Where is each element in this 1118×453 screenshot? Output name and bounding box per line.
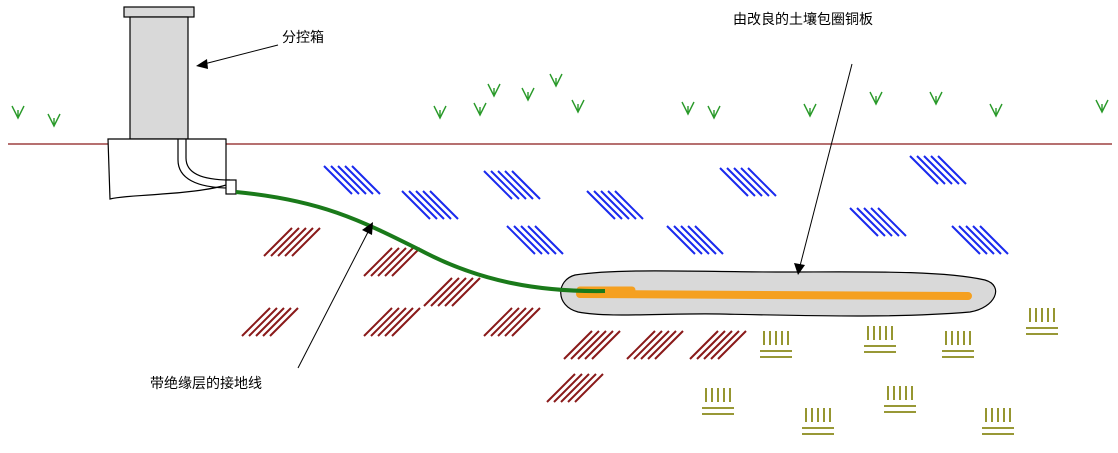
blue-hatch-icon: [506, 225, 564, 255]
copper-plate-label: 由改良的土壤包圈铜板: [733, 11, 873, 28]
conduit-elbow: [177, 139, 231, 189]
grass-tuft-icon: [11, 105, 25, 120]
olive-hatch-icon: [982, 408, 1014, 435]
junction-box-cap: [123, 6, 195, 18]
grass-tuft-icon: [989, 103, 1003, 118]
grass-tuft-icon: [549, 73, 563, 88]
olive-hatch-icon: [760, 331, 792, 358]
red-hatch-icon: [241, 307, 299, 337]
conduit-end: [225, 179, 237, 195]
ground-wire-label: 带绝缘层的接地线: [150, 375, 262, 392]
blue-hatch-icon: [849, 207, 907, 237]
red-hatch-icon: [689, 330, 747, 360]
olive-hatch-group: [702, 308, 1058, 435]
junction-box-body: [129, 16, 189, 140]
junction-box: [107, 6, 237, 200]
conduit-elbow-inner: [185, 139, 231, 181]
insulated-ground-wire: [235, 190, 606, 294]
grass-tuft-icon: [681, 101, 695, 116]
red-hatch-icon: [263, 227, 321, 257]
olive-hatch-icon: [802, 408, 834, 435]
arrowhead-ground-wire: [362, 222, 373, 235]
arrowhead-junction-box: [196, 59, 208, 69]
grass-tufts: [11, 73, 1109, 128]
blue-hatch-icon: [951, 225, 1009, 255]
blue-hatch-icon: [666, 225, 724, 255]
red-hatch-icon: [546, 373, 604, 403]
grass-tuft-icon: [803, 103, 817, 118]
grass-tuft-icon: [1095, 99, 1109, 114]
red-hatch-icon: [626, 330, 684, 360]
olive-hatch-icon: [884, 386, 916, 413]
red-hatch-icon: [363, 247, 421, 277]
blue-hatch-icon: [323, 165, 381, 195]
junction-box-base: [107, 138, 227, 200]
junction-box-label: 分控箱: [282, 30, 324, 46]
blue-hatch-icon: [586, 190, 644, 220]
blue-hatch-icon: [909, 155, 967, 185]
grass-tuft-icon: [487, 83, 501, 98]
red-hatch-icon: [483, 307, 541, 337]
grass-tuft-icon: [929, 91, 943, 106]
grass-tuft-icon: [433, 105, 447, 120]
red-hatch-icon: [563, 330, 621, 360]
red-hatch-icon: [363, 307, 421, 337]
grass-tuft-icon: [47, 113, 61, 128]
olive-hatch-icon: [942, 331, 974, 358]
red-hatch-group: [241, 227, 747, 403]
pointer-arrows: [196, 44, 853, 369]
olive-hatch-icon: [1026, 308, 1058, 335]
olive-hatch-icon: [702, 388, 734, 415]
grass-tuft-icon: [707, 105, 721, 120]
blue-hatch-icon: [719, 167, 777, 197]
olive-hatch-icon: [864, 326, 896, 353]
grass-tuft-icon: [473, 102, 487, 117]
grass-tuft-icon: [869, 91, 883, 106]
arrowhead-copper-plate: [794, 263, 805, 275]
blue-hatch-group: [323, 155, 1009, 255]
red-hatch-icon: [423, 277, 481, 307]
copper-plate: [576, 290, 972, 300]
grass-tuft-icon: [571, 99, 585, 114]
blue-hatch-icon: [401, 190, 459, 220]
grass-tuft-icon: [521, 87, 535, 102]
blue-hatch-icon: [483, 170, 541, 200]
